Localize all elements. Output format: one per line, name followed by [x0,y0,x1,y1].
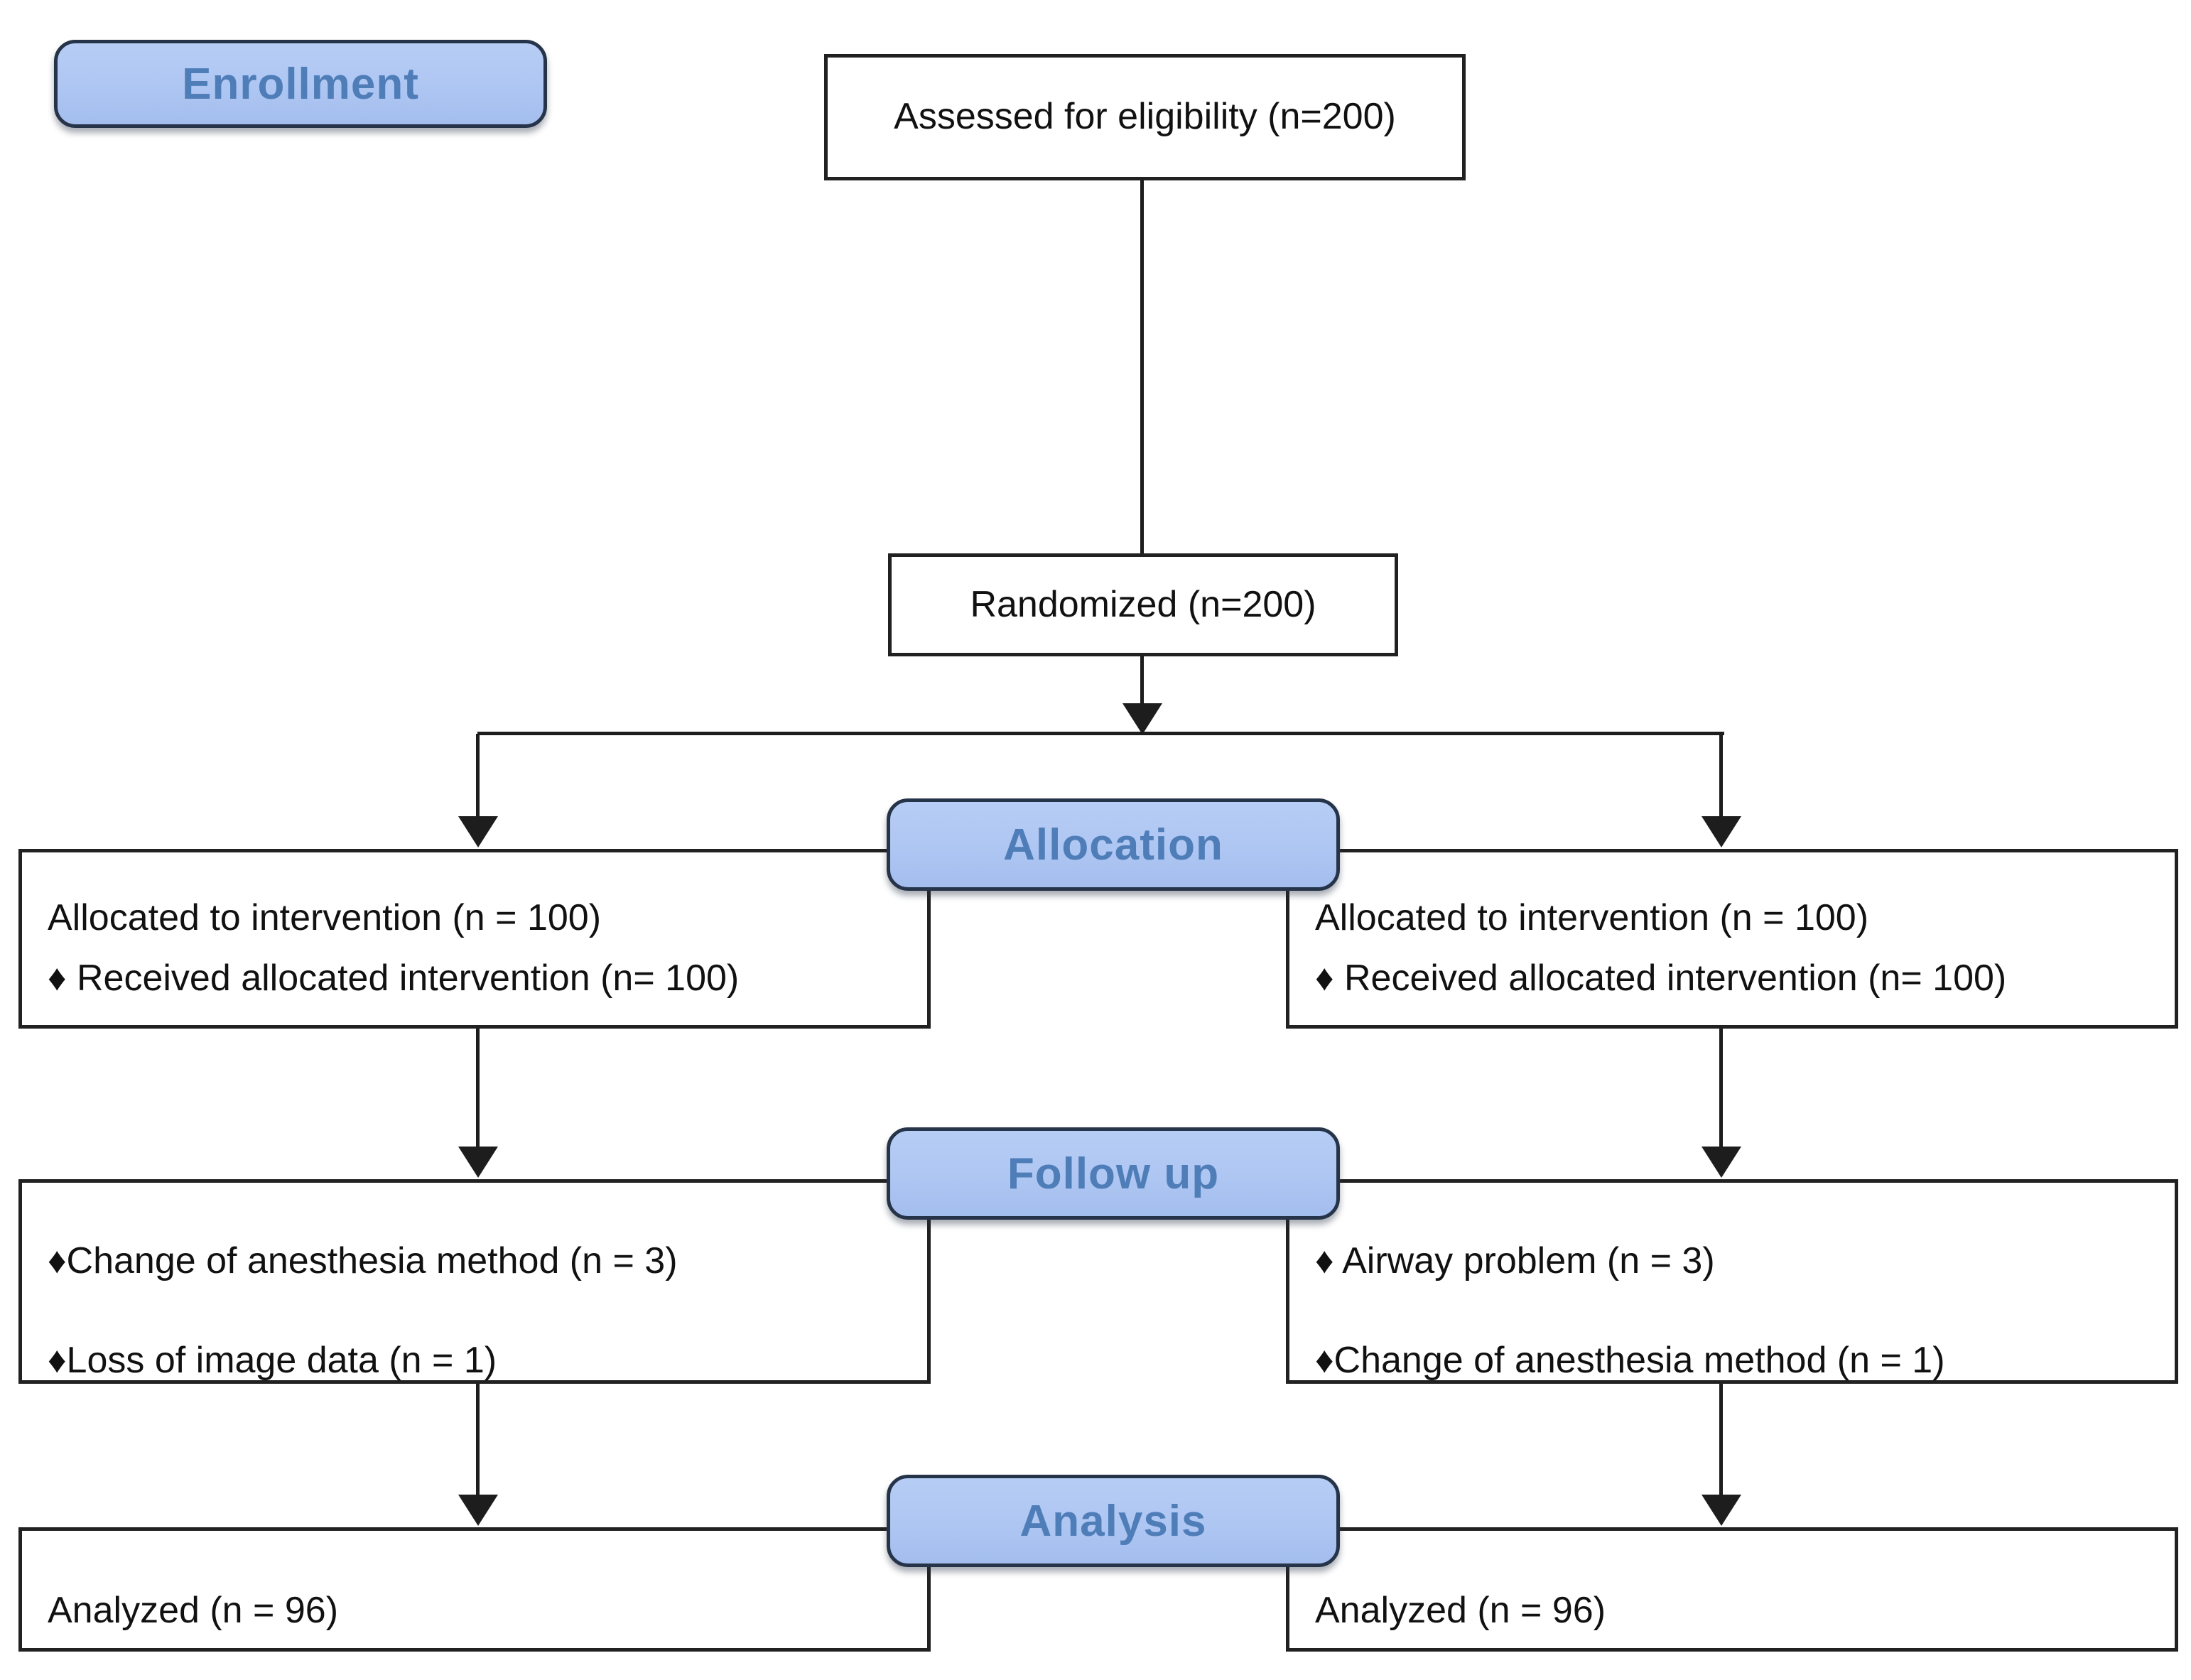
box-allocated-left: Allocated to intervention (n = 100) ♦ Re… [18,849,931,1029]
analyzed-right-text: Analyzed (n = 96) [1315,1590,1606,1631]
allocated-right-line1: Allocated to intervention (n = 100) [1315,897,1869,938]
stage-badge-allocation: Allocation [887,798,1340,891]
stage-badge-analysis: Analysis [887,1475,1340,1567]
connector-followup-to-analysis-right [1719,1384,1723,1497]
box-analyzed-right: Analyzed (n = 96) [1286,1527,2178,1652]
allocated-left-line2: ♦ Received allocated intervention (n= 10… [48,957,740,999]
box-followup-left: ♦Change of anesthesia method (n = 3) ♦Lo… [18,1179,931,1384]
connector-branch-to-alloc-right [1719,734,1723,819]
connector-branch-to-alloc-left [476,734,480,819]
branch-line [477,732,1724,735]
analyzed-left-text: Analyzed (n = 96) [48,1590,339,1631]
stage-badge-enrollment-label: Enrollment [182,59,419,109]
stage-badge-followup-label: Follow up [1007,1149,1220,1198]
box-analyzed-left: Analyzed (n = 96) [18,1527,931,1652]
connector-alloc-to-followup-right [1719,1029,1723,1148]
arrowhead-down [458,1495,498,1526]
followup-left-line2: ♦Loss of image data (n = 1) [48,1339,497,1381]
connector-randomized-to-branch [1140,655,1144,709]
box-assessed-eligibility: Assessed for eligibility (n=200) [824,54,1466,180]
arrowhead-down [1702,1147,1741,1178]
box-assessed-eligibility-text: Assessed for eligibility (n=200) [894,96,1396,138]
box-randomized: Randomized (n=200) [888,553,1398,656]
connector-followup-to-analysis-left [476,1384,480,1497]
stage-badge-enrollment: Enrollment [54,40,547,128]
box-allocated-right: Allocated to intervention (n = 100) ♦ Re… [1286,849,2178,1029]
arrowhead-down [458,816,498,847]
allocated-right-line2: ♦ Received allocated intervention (n= 10… [1315,957,2007,999]
stage-badge-followup: Follow up [887,1127,1340,1220]
allocated-left-line1: Allocated to intervention (n = 100) [48,897,602,938]
arrowhead-down [1702,1495,1741,1526]
connector-assessed-to-randomized [1140,179,1144,555]
arrowhead-down [1702,816,1741,847]
followup-right-line1: ♦ Airway problem (n = 3) [1315,1240,1715,1281]
arrowhead-down [1122,703,1162,735]
followup-right-line2: ♦Change of anesthesia method (n = 1) [1315,1339,1945,1381]
box-followup-right: ♦ Airway problem (n = 3) ♦Change of anes… [1286,1179,2178,1384]
stage-badge-analysis-label: Analysis [1019,1496,1207,1546]
box-randomized-text: Randomized (n=200) [970,583,1316,625]
followup-left-line1: ♦Change of anesthesia method (n = 3) [48,1240,678,1281]
stage-badge-allocation-label: Allocation [1003,820,1223,869]
arrowhead-down [458,1147,498,1178]
connector-alloc-to-followup-left [476,1029,480,1148]
